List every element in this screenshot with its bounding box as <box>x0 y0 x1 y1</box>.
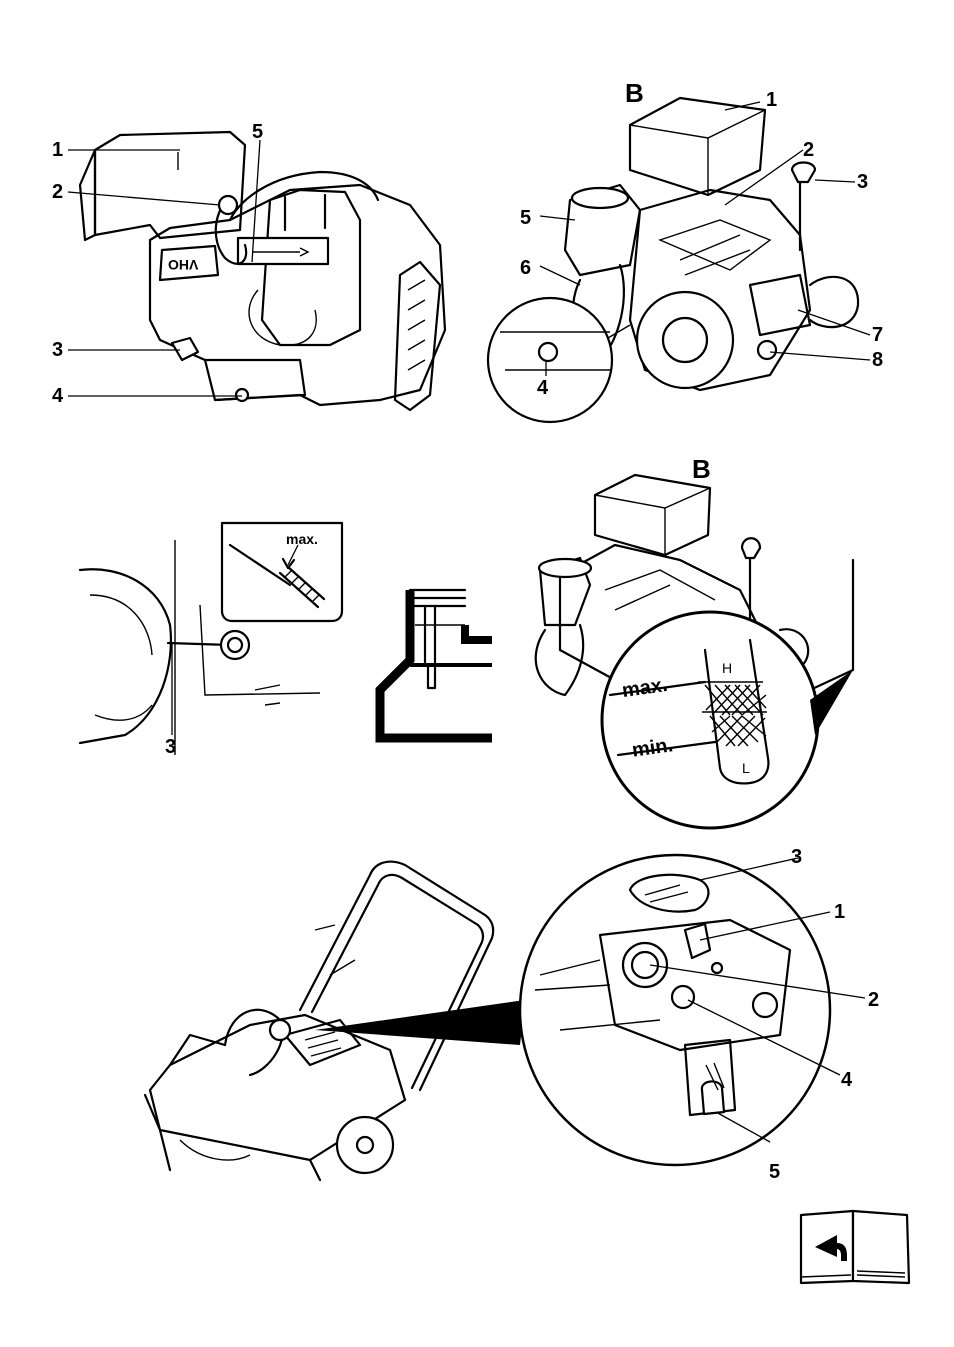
oil-level-drawing <box>520 450 860 810</box>
engine-illustration-b: B 1 2 3 4 5 6 7 8 <box>480 70 920 450</box>
callout-a-3: 3 <box>52 340 63 360</box>
callout-b-3: 3 <box>857 172 868 192</box>
callout-a-2: 2 <box>52 182 63 202</box>
filler-neck-section <box>370 580 500 750</box>
callout-b-8: 8 <box>872 350 883 370</box>
engine-badge: OHV <box>168 255 198 275</box>
callout-a-1: 1 <box>52 140 63 160</box>
callout-c-5: 5 <box>769 1162 780 1182</box>
callout-b-4: 4 <box>537 378 548 398</box>
dipstick-drawing <box>80 515 350 765</box>
callout-b-6: 6 <box>520 258 531 278</box>
gauge-min-label: min. <box>631 735 675 761</box>
callout-dipstick-3: 3 <box>165 737 176 757</box>
callout-b-1: 1 <box>766 90 777 110</box>
callout-b-5: 5 <box>520 208 531 228</box>
book-with-return-arrow-icon <box>797 1207 913 1285</box>
panel-b-heading: B <box>625 80 644 106</box>
dipstick-illustration: max. 3 <box>80 515 350 765</box>
snow-thrower-drawing <box>140 850 870 1180</box>
dipstick-max-label: max. <box>286 529 318 549</box>
snow-thrower-illustration <box>140 850 870 1180</box>
callout-b-2: 2 <box>803 140 814 160</box>
callout-c-3: 3 <box>791 847 802 867</box>
panel-b2-heading: B <box>692 456 711 482</box>
book-drawing <box>797 1207 913 1285</box>
engine-illustration-a: 1 2 3 4 5 OHV <box>0 0 470 440</box>
callout-c-2: 2 <box>868 990 879 1010</box>
callout-b-7: 7 <box>872 325 883 345</box>
filler-neck-drawing <box>370 580 500 750</box>
gauge-letter-h: H <box>722 658 732 678</box>
callout-c-4: 4 <box>841 1070 852 1090</box>
callout-c-1: 1 <box>834 902 845 922</box>
callout-a-4: 4 <box>52 386 63 406</box>
engine-drawing-a <box>0 0 470 440</box>
oil-level-illustration: B max. min. H L <box>520 450 860 810</box>
gauge-letter-l: L <box>742 758 750 778</box>
callout-a-5: 5 <box>252 122 263 142</box>
